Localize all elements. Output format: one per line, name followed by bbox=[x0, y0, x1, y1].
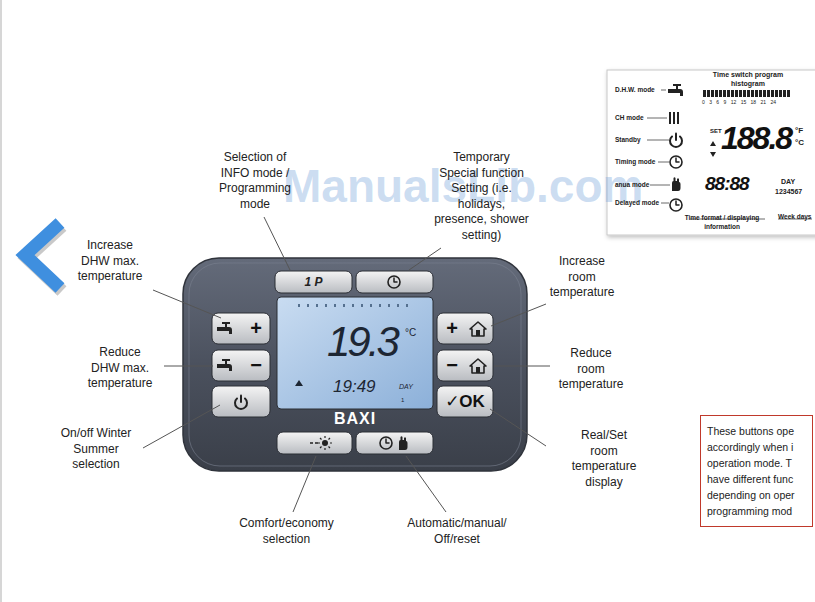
note-box-text: These buttons ope accordingly when i ope… bbox=[707, 423, 806, 519]
lcd-legend-inset: D.H.W. mode Time switch program histogram… bbox=[607, 70, 815, 235]
room-increase-button: + bbox=[437, 313, 493, 344]
callout-label: Real/Set room temperature display bbox=[569, 428, 639, 490]
callout-label: Selection of INFO mode / Programming mod… bbox=[210, 150, 300, 212]
lcd-legend-inset-text: anua mode bbox=[615, 181, 649, 189]
callout-label: Increase room temperature bbox=[547, 254, 617, 301]
callout-label: Automatic/manual/ Off/reset bbox=[402, 516, 512, 547]
dhw-increase-button-text: + bbox=[244, 313, 268, 344]
callout-label: Temporary Special function Setting (i.e.… bbox=[434, 150, 529, 243]
lcd-legend-inset-text: Time switch program histogram bbox=[705, 70, 791, 88]
lcd-screen: 19.3 °C 19:49 DAY 1BAXI bbox=[277, 297, 433, 430]
callout-label: Reduce room temperature bbox=[556, 346, 626, 393]
info-button: 1 P bbox=[275, 271, 352, 293]
info-button-text: 1 P bbox=[275, 271, 352, 293]
lcd-legend-inset-text: Standby bbox=[615, 136, 641, 144]
lcd-screen-text: 19:49 bbox=[333, 377, 376, 397]
lcd-legend-inset-text: 1234567 bbox=[775, 188, 802, 195]
room-increase-button-text: + bbox=[440, 313, 464, 344]
note-box: These buttons ope accordingly when i ope… bbox=[700, 415, 813, 527]
lcd-legend-inset-text: Timing mode bbox=[615, 158, 655, 166]
lcd-legend-inset-text: D.H.W. mode bbox=[615, 86, 655, 94]
callout-label: On/off Winter Summer selection bbox=[60, 426, 132, 473]
lcd-legend-inset-text: 88:88 bbox=[705, 173, 749, 195]
lcd-legend-inset-text: 188.8 bbox=[721, 120, 791, 156]
lcd-legend-inset-text: °F bbox=[795, 126, 803, 135]
lcd-screen-text: DAY bbox=[399, 383, 413, 390]
callout-label: Reduce DHW max. temperature bbox=[84, 345, 156, 392]
dhw-increase-button: + bbox=[212, 313, 270, 344]
lcd-legend-inset-text: DAY bbox=[781, 178, 795, 185]
lcd-screen-text: BAXI bbox=[277, 410, 433, 428]
lcd-legend-inset-text: Delayed mode bbox=[615, 199, 659, 207]
room-reduce-button-text: − bbox=[440, 350, 464, 381]
dhw-reduce-button-text: − bbox=[244, 350, 268, 381]
lcd-screen-text: 1 bbox=[401, 397, 404, 403]
lcd-screen-text: °C bbox=[405, 327, 416, 338]
lcd-legend-inset-text: CH mode bbox=[615, 114, 644, 122]
lcd-legend-inset-text: Week days bbox=[778, 213, 811, 221]
callout-label: Increase DHW max. temperature bbox=[74, 238, 146, 285]
lcd-legend-inset-text: SET bbox=[710, 128, 722, 134]
callout-label: Comfort/economy selection bbox=[234, 516, 339, 547]
lcd-legend-inset-text: Time format / displaying information bbox=[675, 213, 769, 231]
lcd-legend-inset-text: 0 3 6 9 12 15 18 21 24 bbox=[702, 99, 776, 105]
room-reduce-button: − bbox=[437, 350, 493, 381]
ok-button-text: ✓OK bbox=[437, 386, 493, 417]
ok-button: ✓OK bbox=[437, 386, 493, 417]
lcd-legend-inset-text: °C bbox=[795, 138, 804, 147]
lcd-screen-text: 19.3 bbox=[327, 319, 397, 365]
dhw-reduce-button: − bbox=[212, 350, 270, 381]
